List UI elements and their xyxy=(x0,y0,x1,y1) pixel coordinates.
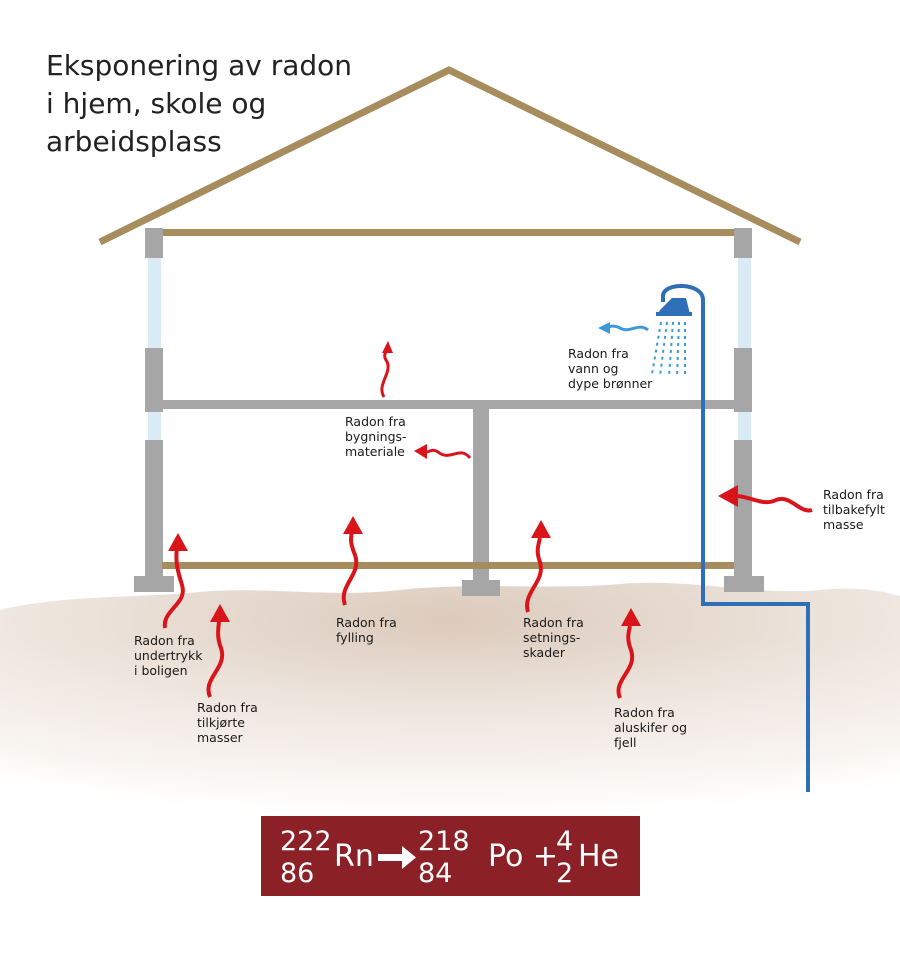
label-line: skader xyxy=(523,645,566,660)
label-line: dype brønner xyxy=(568,376,653,391)
radon-arrow-delivered xyxy=(206,604,230,698)
label-delivered: Radon fra tilkjørte masser xyxy=(197,700,258,745)
po-symbol: Po + xyxy=(488,839,558,874)
right-arrow-icon xyxy=(378,846,416,869)
label-building: Radon fra bygnings- materiale xyxy=(345,414,407,459)
label-line: Radon fra xyxy=(568,346,629,361)
walls xyxy=(134,228,764,596)
radon-arrow-backfill xyxy=(718,485,813,513)
label-line: Radon fra xyxy=(336,615,397,630)
he-mass-number: 4 xyxy=(556,826,573,857)
label-line: fylling xyxy=(336,630,374,645)
radon-arrow-alum-shale xyxy=(616,608,641,699)
label-line: vann og xyxy=(568,361,618,376)
label-line: materiale xyxy=(345,444,405,459)
label-line: bygnings- xyxy=(345,429,407,444)
label-line: Radon fra xyxy=(523,615,584,630)
title-line-3: arbeidsplass xyxy=(46,125,222,158)
label-line: undertrykk xyxy=(134,648,203,663)
shower-head-icon xyxy=(656,298,692,316)
label-line: i boligen xyxy=(134,663,188,678)
label-line: masser xyxy=(197,730,244,745)
radon-arrow-underpressure xyxy=(162,533,188,629)
label-line: tilbakefylt xyxy=(823,502,885,517)
label-line: masse xyxy=(823,517,864,532)
po-atomic-number: 84 xyxy=(418,858,452,889)
radon-arrow-filling xyxy=(341,516,363,606)
label-line: Radon fra xyxy=(134,633,195,648)
page-title: Eksponering av radon i hjem, skole og ar… xyxy=(46,49,352,158)
label-line: aluskifer og xyxy=(614,720,687,735)
label-line: tilkjørte xyxy=(197,715,245,730)
water-radon-arrow xyxy=(598,322,649,334)
title-line-1: Eksponering av radon xyxy=(46,49,352,82)
label-line: Radon fra xyxy=(823,487,884,502)
rn-mass-number: 222 xyxy=(280,826,332,857)
ground-floor-beam xyxy=(162,562,734,569)
ground xyxy=(0,582,900,840)
label-filling: Radon fra fylling xyxy=(336,615,397,645)
label-water: Radon fra vann og dype brønner xyxy=(568,346,653,391)
rn-atomic-number: 86 xyxy=(280,858,314,889)
roof xyxy=(98,66,802,246)
label-line: Radon fra xyxy=(345,414,406,429)
label-backfill: Radon fra tilbakefylt masse xyxy=(823,487,885,532)
radon-arrow-settlement xyxy=(525,520,551,613)
label-alum-shale: Radon fra aluskifer og fjell xyxy=(614,705,687,750)
he-symbol: He xyxy=(578,839,619,874)
label-line: setnings- xyxy=(523,630,580,645)
windows xyxy=(148,258,751,440)
label-settlement: Radon fra setnings- skader xyxy=(523,615,584,660)
label-line: fjell xyxy=(614,735,637,750)
label-line: Radon fra xyxy=(197,700,258,715)
radon-arrow-upper xyxy=(380,341,393,398)
equation-background xyxy=(261,816,640,896)
rn-symbol: Rn xyxy=(334,839,374,874)
decay-equation: 222 86 Rn 218 84 Po + 4 2 He xyxy=(261,816,640,896)
label-line: Radon fra xyxy=(614,705,675,720)
label-underpressure: Radon fra undertrykk i boligen xyxy=(134,633,203,678)
po-mass-number: 218 xyxy=(418,826,470,857)
radon-arrow-building xyxy=(414,444,472,460)
he-atomic-number: 2 xyxy=(556,858,573,889)
water-pipe xyxy=(661,283,810,792)
ceiling-beam xyxy=(162,229,737,236)
water-drops xyxy=(651,321,686,377)
title-line-2: i hjem, skole og xyxy=(46,87,266,120)
